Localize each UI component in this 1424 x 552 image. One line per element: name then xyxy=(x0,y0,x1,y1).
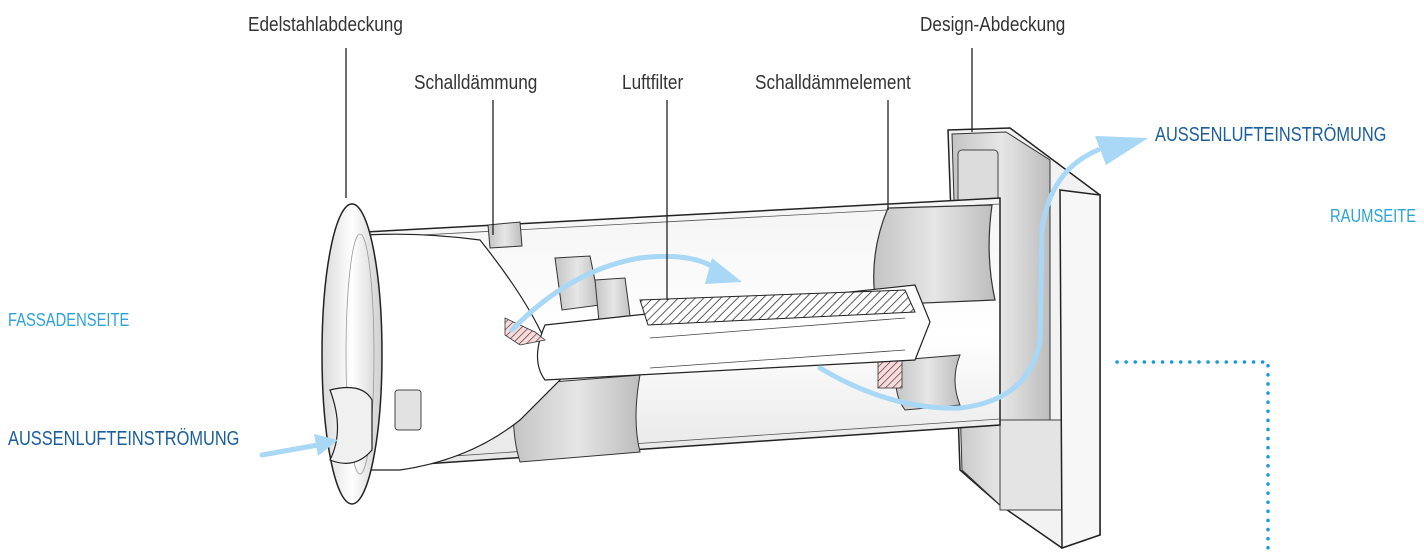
label-schalldaemmelement: Schalldämmelement xyxy=(755,72,911,94)
flow-arrows xyxy=(259,136,1148,458)
label-luftfilter: Luftfilter xyxy=(622,72,684,94)
label-fassadenseite: FASSADENSEITE xyxy=(8,310,130,330)
label-raumseite: RAUMSEITE xyxy=(1330,206,1417,226)
schalldaemmelement-cylinder xyxy=(873,204,996,306)
stainless-steel-cover xyxy=(321,203,422,505)
air-filter xyxy=(639,289,916,326)
label-aussenlufteinstroemung-bottom: AUSSENLUFTEINSTRÖMUNG xyxy=(8,428,240,450)
label-aussenlufteinstroemung-top: AUSSENLUFTEINSTRÖMUNG xyxy=(1155,124,1387,146)
label-design-abdeckung: Design-Abdeckung xyxy=(920,14,1066,36)
label-edelstahlabdeckung: Edelstahlabdeckung xyxy=(248,14,403,36)
dotted-marker xyxy=(1115,360,1270,550)
leader-lines xyxy=(345,48,973,300)
sound-insulation-lower xyxy=(512,354,961,463)
label-schalldaemmung: Schalldämmung xyxy=(414,72,538,94)
